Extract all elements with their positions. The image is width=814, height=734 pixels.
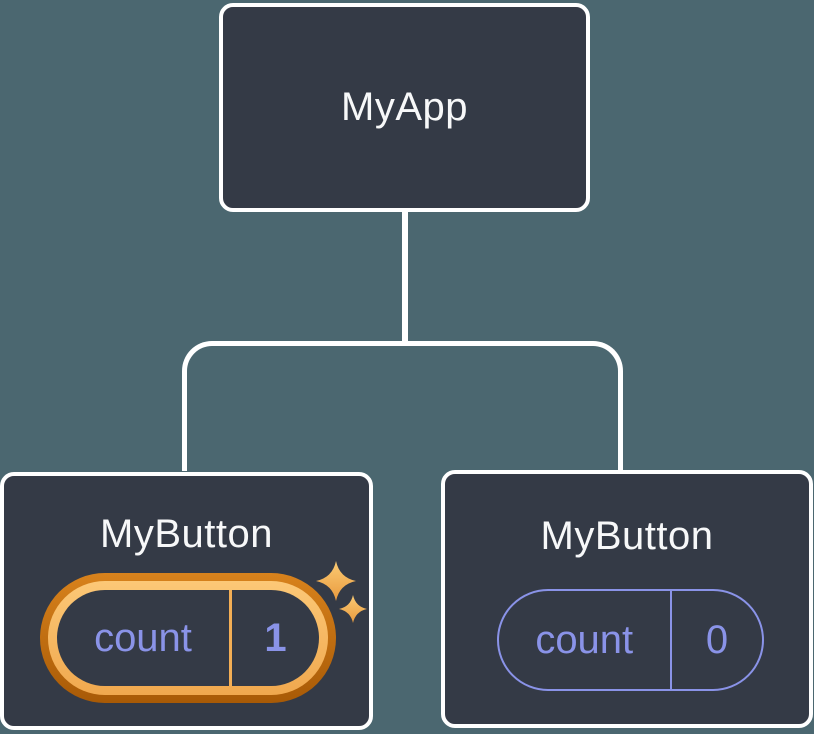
- state-pill-default: count 0: [497, 589, 764, 691]
- state-name-label: count: [94, 615, 192, 660]
- connector-stem: [402, 211, 408, 345]
- state-pill-highlighted: count 1: [40, 573, 336, 703]
- state-pill-ring: count 1: [48, 581, 328, 695]
- child-node-label: MyButton: [100, 512, 273, 556]
- child-node-mybutton-left: MyButton count 1: [0, 472, 373, 730]
- state-name-label: count: [535, 617, 634, 662]
- state-pill-divider: [669, 591, 672, 689]
- sparkles-icon: [316, 561, 367, 623]
- state-value: 1: [264, 615, 287, 660]
- child-node-label: MyButton: [540, 514, 714, 558]
- child-node-mybutton-right: MyButton count 0: [441, 470, 813, 728]
- connector-branch: [182, 341, 623, 471]
- state-pill-divider: [229, 590, 232, 686]
- root-node-label: MyApp: [341, 85, 468, 129]
- state-pill-core: count 1: [57, 590, 319, 686]
- root-node-myapp: MyApp: [219, 3, 590, 212]
- state-value: 0: [705, 617, 729, 662]
